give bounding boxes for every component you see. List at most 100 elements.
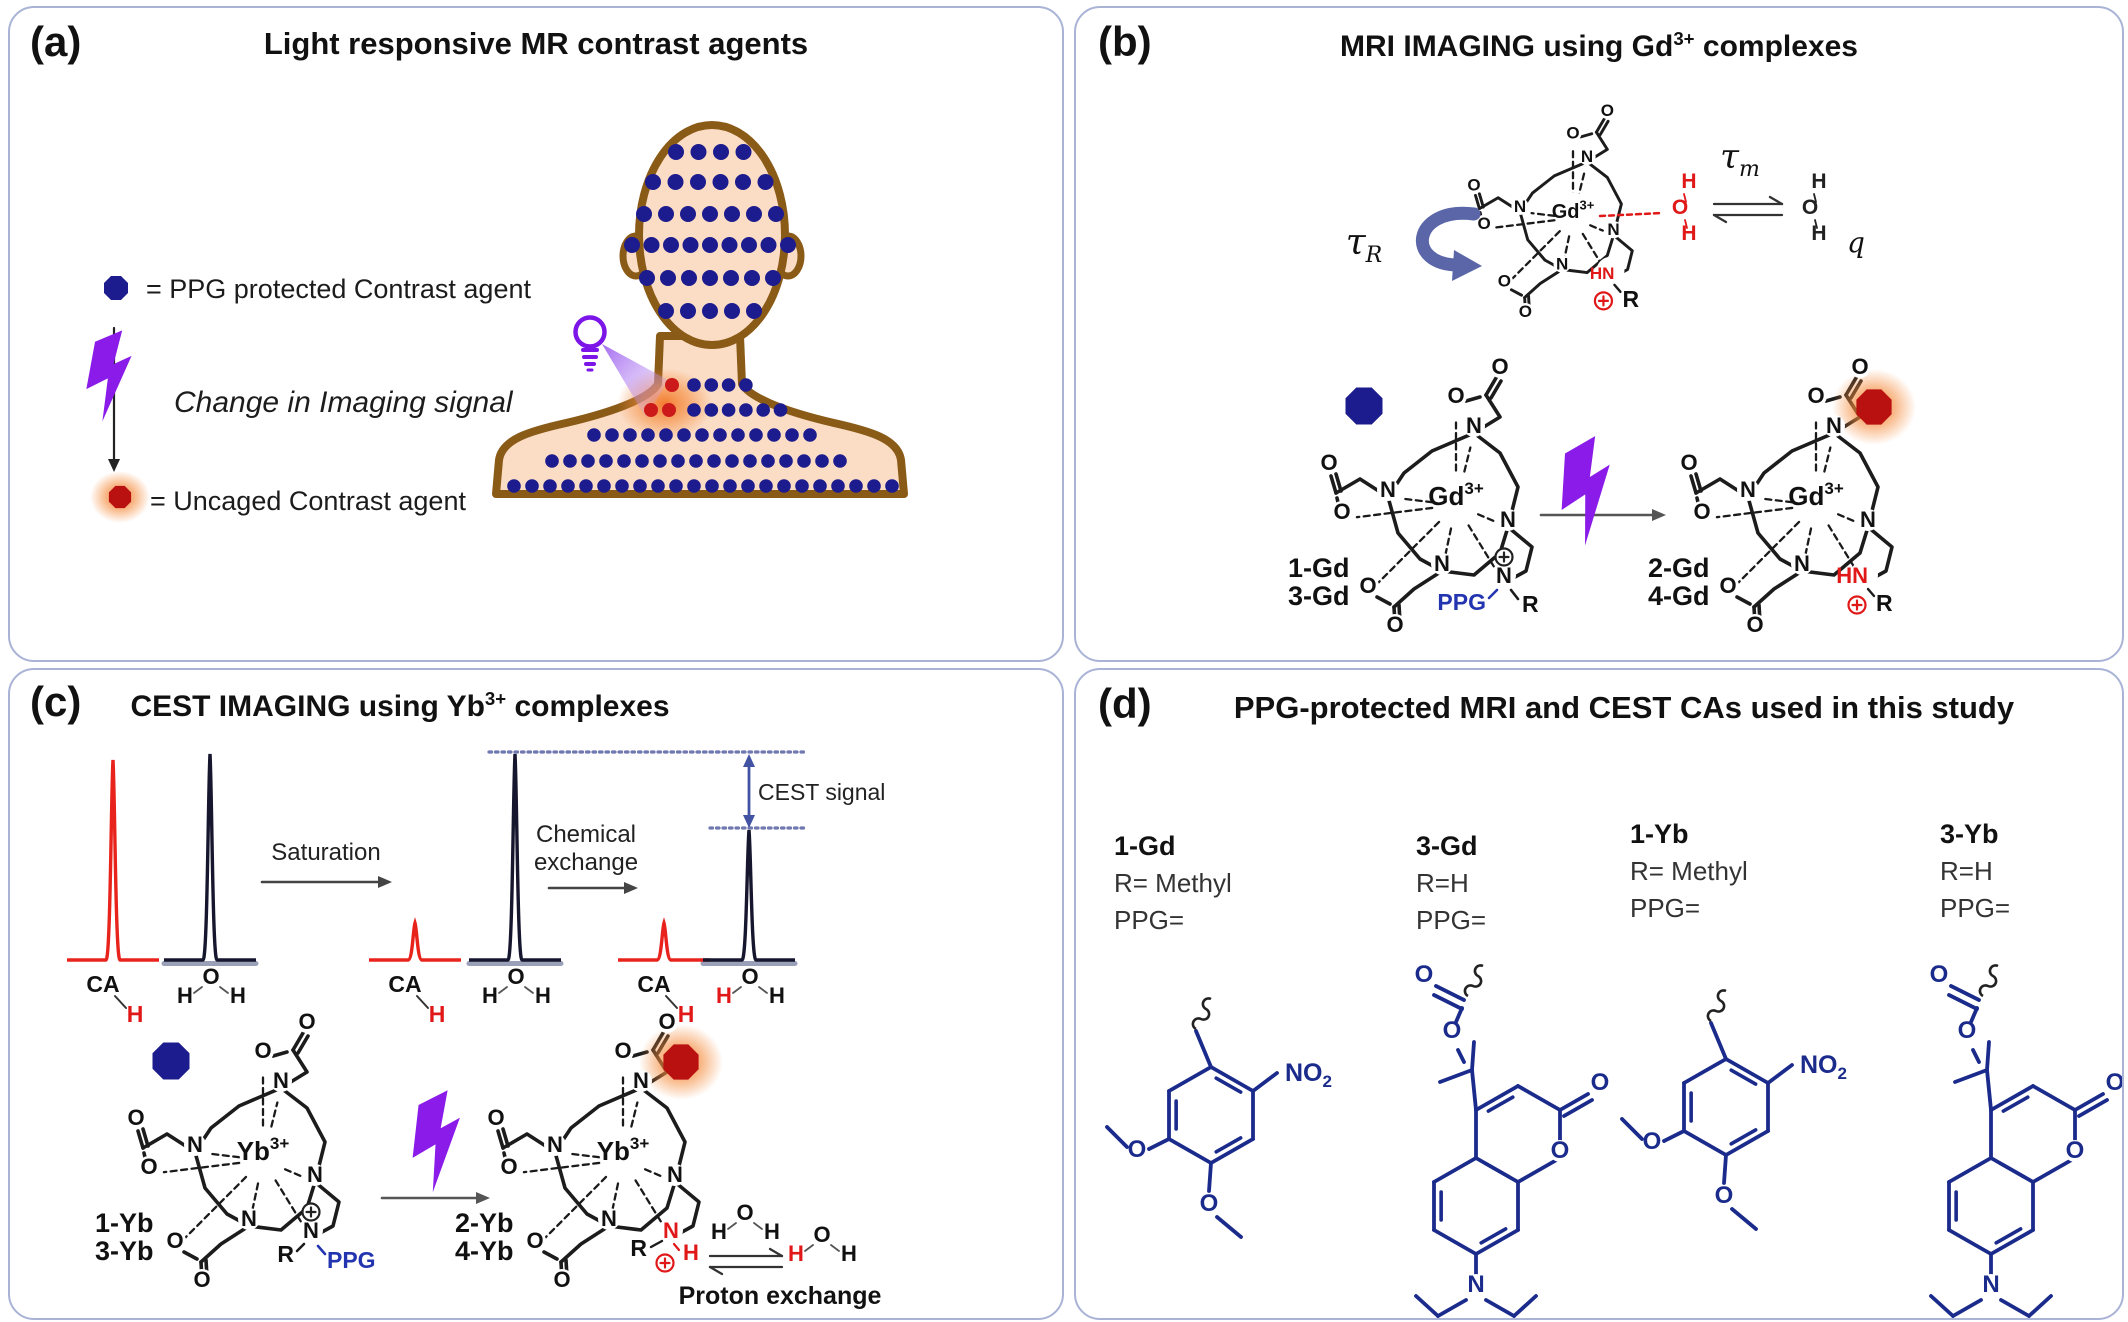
svg-text:N: N — [667, 1162, 683, 1187]
svg-text:R: R — [1622, 286, 1639, 312]
panel-a-graphics — [86, 121, 908, 523]
svg-text:PPG: PPG — [327, 1247, 376, 1273]
svg-text:O: O — [1807, 383, 1824, 408]
svg-text:O: O — [1672, 196, 1688, 219]
svg-text:H: H — [230, 983, 246, 1008]
svg-text:1-Gd: 1-Gd — [1288, 553, 1350, 583]
svg-text:N: N — [1740, 477, 1756, 502]
svg-text:O: O — [1443, 1017, 1462, 1044]
svg-text:O: O — [1566, 123, 1579, 142]
svg-text:τm: τm — [1720, 137, 1760, 182]
svg-text:O: O — [1551, 1137, 1570, 1164]
svg-text:H: H — [711, 1219, 727, 1244]
compound-1yb-header: 1-Yb R= Methyl PPG= — [1630, 819, 1748, 923]
svg-text:N: N — [1556, 254, 1568, 273]
svg-text:H: H — [482, 983, 498, 1008]
svg-text:N: N — [1434, 551, 1450, 576]
svg-text:O: O — [2106, 1069, 2122, 1096]
svg-text:N: N — [1794, 551, 1810, 576]
svg-text:O: O — [140, 1154, 157, 1179]
svg-text:O: O — [1386, 612, 1403, 637]
svg-text:O: O — [1477, 214, 1490, 233]
svg-text:H: H — [716, 983, 732, 1008]
svg-text:N: N — [1581, 147, 1593, 166]
svg-text:O: O — [1601, 101, 1614, 120]
svg-text:O: O — [553, 1267, 570, 1292]
svg-text:exchange: exchange — [534, 849, 638, 876]
svg-text:O: O — [736, 1200, 753, 1225]
svg-text:NO2: NO2 — [1800, 1051, 1847, 1083]
svg-text:CA: CA — [388, 971, 421, 997]
svg-text:O: O — [1746, 612, 1763, 637]
svg-text:q: q — [1847, 226, 1865, 259]
svg-text:N: N — [1466, 413, 1482, 438]
svg-text:O: O — [1802, 196, 1818, 219]
svg-text:H: H — [764, 1219, 780, 1244]
lightning-bolt-icon — [412, 1090, 460, 1193]
svg-text:O: O — [1320, 450, 1337, 475]
svg-text:N: N — [547, 1132, 563, 1157]
svg-text:R: R — [1522, 591, 1539, 617]
lightning-bolt-icon — [1561, 436, 1610, 546]
svg-text:Proton exchange: Proton exchange — [679, 1282, 882, 1310]
panel-a-tag: (a) — [30, 18, 82, 65]
svg-text:N: N — [633, 1068, 649, 1093]
panel-c-tag: (c) — [30, 678, 82, 725]
svg-text:O: O — [1415, 961, 1434, 988]
svg-text:CA: CA — [86, 971, 119, 997]
svg-text:R: R — [1876, 590, 1893, 616]
svg-text:1-Yb: 1-Yb — [95, 1208, 154, 1238]
panel-b-tag: (b) — [1098, 18, 1152, 65]
panel-a-title: Light responsive MR contrast agents — [263, 26, 809, 61]
svg-text:H: H — [127, 1001, 144, 1027]
svg-text:N: N — [187, 1132, 203, 1157]
svg-text:O: O — [1128, 1136, 1147, 1163]
svg-text:O: O — [1333, 499, 1350, 524]
panel-light-responsive: (a) Light responsive MR contrast agents … — [8, 6, 1064, 662]
svg-text:HN: HN — [1590, 264, 1615, 283]
panel-d-title: PPG-protected MRI and CEST CAs used in t… — [1233, 690, 2015, 725]
svg-text:O: O — [1591, 1069, 1610, 1096]
lightning-bolt-icon — [86, 330, 132, 422]
svg-text:O: O — [298, 1009, 315, 1034]
panel-d-tag: (d) — [1098, 680, 1152, 727]
legend-uncaged: = Uncaged Contrast agent — [150, 486, 466, 516]
svg-text:O: O — [1359, 573, 1376, 598]
svg-text:Saturation: Saturation — [271, 839, 380, 866]
svg-text:O: O — [1930, 961, 1949, 988]
svg-text:O: O — [202, 964, 219, 989]
svg-text:O: O — [193, 1267, 210, 1292]
svg-text:R: R — [277, 1241, 294, 1267]
svg-text:N: N — [241, 1206, 257, 1231]
svg-text:O: O — [1715, 1182, 1734, 1209]
svg-text:N: N — [1982, 1271, 1999, 1298]
svg-text:O: O — [1680, 450, 1697, 475]
svg-text:O: O — [2066, 1137, 2085, 1164]
svg-text:O: O — [1693, 499, 1710, 524]
panel-c-title: CEST IMAGING using Yb3+ complexes — [130, 688, 670, 723]
svg-text:N: N — [601, 1206, 617, 1231]
svg-text:H: H — [1811, 222, 1826, 245]
svg-text:H: H — [788, 1241, 804, 1266]
svg-text:O: O — [1851, 354, 1868, 379]
svg-text:τR: τR — [1346, 222, 1383, 268]
svg-text:4-Gd: 4-Gd — [1648, 581, 1710, 611]
svg-text:O: O — [614, 1038, 631, 1063]
svg-text:O: O — [1643, 1128, 1662, 1155]
svg-text:O: O — [254, 1038, 271, 1063]
svg-text:O: O — [500, 1154, 517, 1179]
legend-icons — [86, 276, 150, 523]
svg-text:N: N — [1496, 563, 1512, 588]
svg-text:N: N — [663, 1218, 679, 1243]
svg-text:N: N — [1860, 507, 1876, 532]
